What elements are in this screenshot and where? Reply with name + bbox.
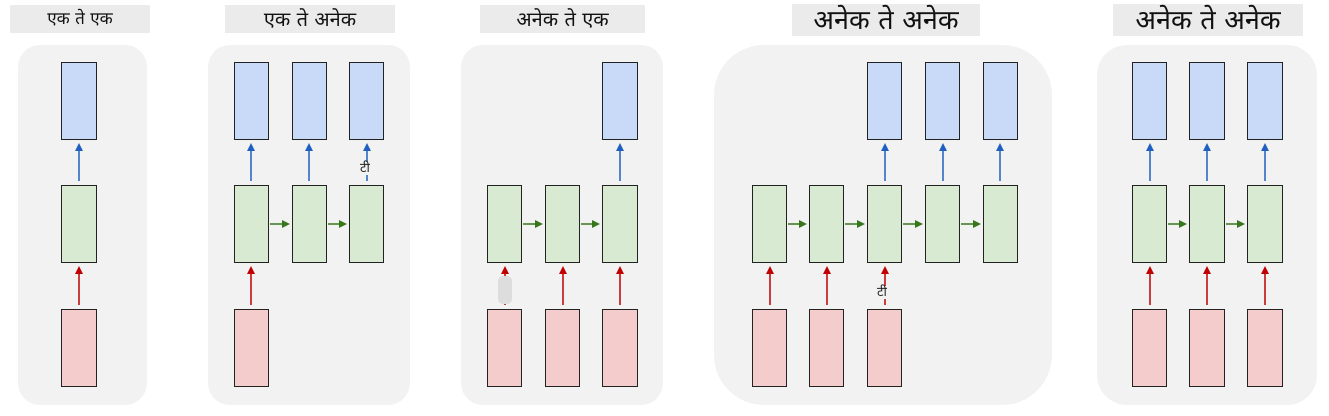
output-box	[602, 62, 638, 140]
input-box	[61, 309, 97, 387]
output-box	[234, 62, 269, 140]
output-box	[1132, 62, 1167, 140]
input-box	[602, 309, 638, 387]
input-box	[809, 309, 844, 387]
stray-label: टी	[359, 161, 371, 176]
stray-label: टी	[876, 285, 888, 300]
title-many-to-many-synced: अनेक ते अनेक	[1113, 4, 1303, 36]
hidden-state-box	[925, 185, 960, 263]
output-box	[1189, 62, 1225, 140]
input-box	[234, 309, 269, 387]
hidden-state-box	[983, 185, 1018, 263]
hidden-state-box	[292, 185, 327, 263]
input-box	[1247, 309, 1283, 387]
title-one-to-one: एक ते एक	[10, 5, 150, 33]
hidden-state-box	[349, 185, 384, 263]
input-box	[487, 309, 522, 387]
hidden-state-box	[545, 185, 580, 263]
input-box	[1132, 309, 1167, 387]
output-box	[61, 62, 97, 140]
output-box	[925, 62, 960, 140]
hidden-state-box	[1247, 185, 1283, 263]
input-box	[1189, 309, 1225, 387]
hidden-state-box	[809, 185, 844, 263]
title-many-to-many-shifted: अनेक ते अनेक	[792, 4, 980, 36]
hidden-state-box	[602, 185, 638, 263]
output-box	[867, 62, 902, 140]
input-box	[867, 309, 902, 387]
input-box	[752, 309, 787, 387]
input-box	[545, 309, 580, 387]
output-box	[292, 62, 327, 140]
output-box	[983, 62, 1018, 140]
smudge-mark	[498, 276, 512, 304]
hidden-state-box	[1189, 185, 1225, 263]
hidden-state-box	[61, 185, 97, 263]
title-many-to-one: अनेक ते एक	[480, 5, 645, 33]
hidden-state-box	[487, 185, 522, 263]
output-box	[349, 62, 384, 140]
hidden-state-box	[234, 185, 269, 263]
hidden-state-box	[1132, 185, 1167, 263]
title-one-to-many: एक ते अनेक	[225, 5, 395, 33]
hidden-state-box	[867, 185, 902, 263]
hidden-state-box	[752, 185, 787, 263]
output-box	[1247, 62, 1283, 140]
